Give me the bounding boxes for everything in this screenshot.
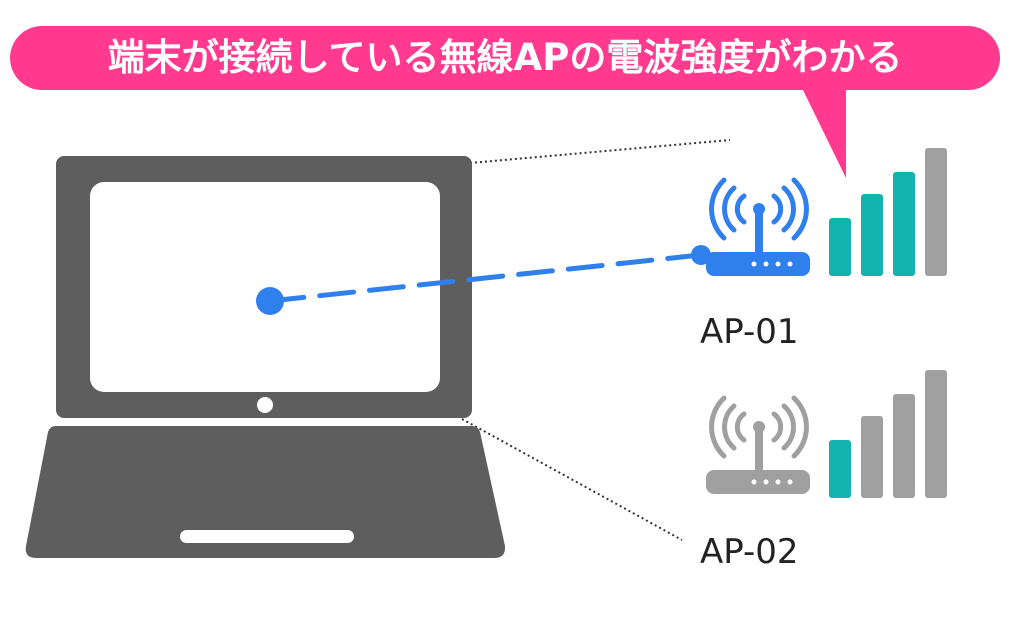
speech-bubble-tail — [800, 84, 846, 178]
wifi-wave-icon — [722, 403, 737, 451]
speech-bubble — [10, 26, 1000, 178]
router-body — [706, 252, 810, 276]
speech-bubble-body — [10, 26, 1000, 90]
client-dot — [256, 287, 284, 315]
laptop-screen — [90, 182, 440, 392]
laptop-camera — [257, 397, 273, 413]
signal-bar — [861, 194, 883, 276]
signal-bar — [829, 440, 851, 498]
signal-strength-icon-ap-02 — [829, 370, 947, 498]
laptop-icon — [25, 156, 506, 558]
router-led — [763, 479, 769, 485]
wifi-wave-icon — [791, 395, 809, 459]
antenna-mast — [755, 209, 763, 257]
router-led — [775, 479, 781, 485]
leader-line-ap-02 — [461, 418, 683, 541]
connection-dashed-line — [267, 252, 703, 304]
wifi-wave-icon — [781, 185, 796, 233]
antenna-mast — [755, 427, 763, 475]
signal-bar — [861, 416, 883, 498]
signal-strength-icon-ap-01 — [829, 148, 947, 276]
ap-label-ap-01: AP-01 — [700, 312, 799, 352]
wifi-router-icon-ap-01 — [706, 177, 810, 276]
laptop-touchpad — [180, 530, 354, 543]
wifi-wave-icon — [781, 403, 796, 451]
leader-line-ap-01 — [469, 139, 731, 164]
wifi-wave-icon — [734, 193, 747, 225]
signal-bar — [829, 218, 851, 276]
router-led — [751, 479, 757, 485]
signal-bar — [925, 370, 947, 498]
wifi-wave-icon — [734, 411, 747, 443]
router-led — [751, 261, 757, 267]
wifi-router-icon-ap-02 — [706, 395, 810, 494]
wifi-wave-icon — [709, 395, 727, 459]
router-led — [763, 261, 769, 267]
ap-label-ap-02: AP-02 — [700, 532, 799, 572]
signal-bar — [893, 172, 915, 276]
banner-title: 端末が接続している無線APの電波強度がわかる — [107, 36, 903, 79]
signal-bar — [925, 148, 947, 276]
wifi-wave-icon — [709, 177, 727, 241]
router-led — [787, 261, 793, 267]
signal-bar — [893, 394, 915, 498]
router-led — [787, 479, 793, 485]
router-body — [706, 470, 810, 494]
wifi-wave-icon — [771, 193, 784, 225]
wifi-wave-icon — [771, 411, 784, 443]
laptop-base — [25, 426, 506, 558]
wifi-wave-icon — [722, 185, 737, 233]
wifi-wave-icon — [791, 177, 809, 241]
router-led — [775, 261, 781, 267]
